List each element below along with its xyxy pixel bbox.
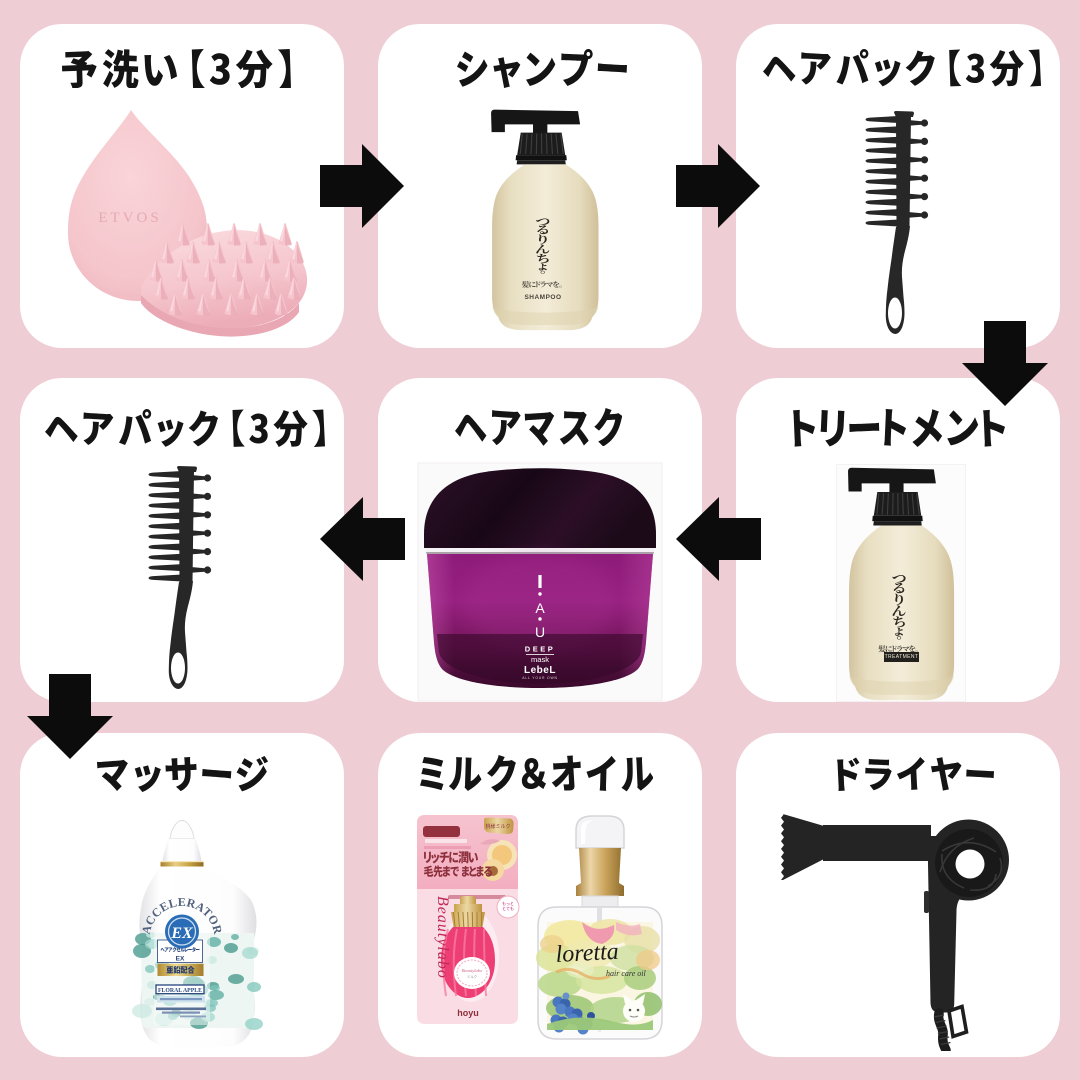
svg-text:hair care oil: hair care oil — [606, 969, 646, 978]
svg-text:Beautylabo: Beautylabo — [462, 968, 483, 973]
svg-text:EX: EX — [170, 925, 193, 942]
svg-text:EX: EX — [176, 956, 185, 963]
svg-text:DEEP: DEEP — [525, 645, 555, 654]
svg-text:桃様ミルク: 桃様ミルク — [485, 823, 510, 830]
svg-text:U: U — [535, 624, 545, 640]
svg-text:mask: mask — [531, 655, 549, 664]
svg-text:hoyu: hoyu — [457, 1008, 479, 1018]
svg-text:ALL YOUR OWN: ALL YOUR OWN — [522, 676, 557, 680]
svg-text:A: A — [535, 600, 545, 616]
svg-text:FLORAL APPLE: FLORAL APPLE — [158, 988, 202, 994]
svg-text:とても: とても — [502, 906, 514, 911]
svg-text:ETVOS: ETVOS — [98, 210, 161, 226]
svg-text:loretta: loretta — [555, 939, 619, 968]
svg-text:もっと: もっと — [502, 901, 514, 906]
svg-text:LebeL: LebeL — [524, 665, 556, 676]
svg-text:ミルク: ミルク — [467, 974, 477, 979]
svg-text:Beautylabo: Beautylabo — [434, 896, 451, 979]
